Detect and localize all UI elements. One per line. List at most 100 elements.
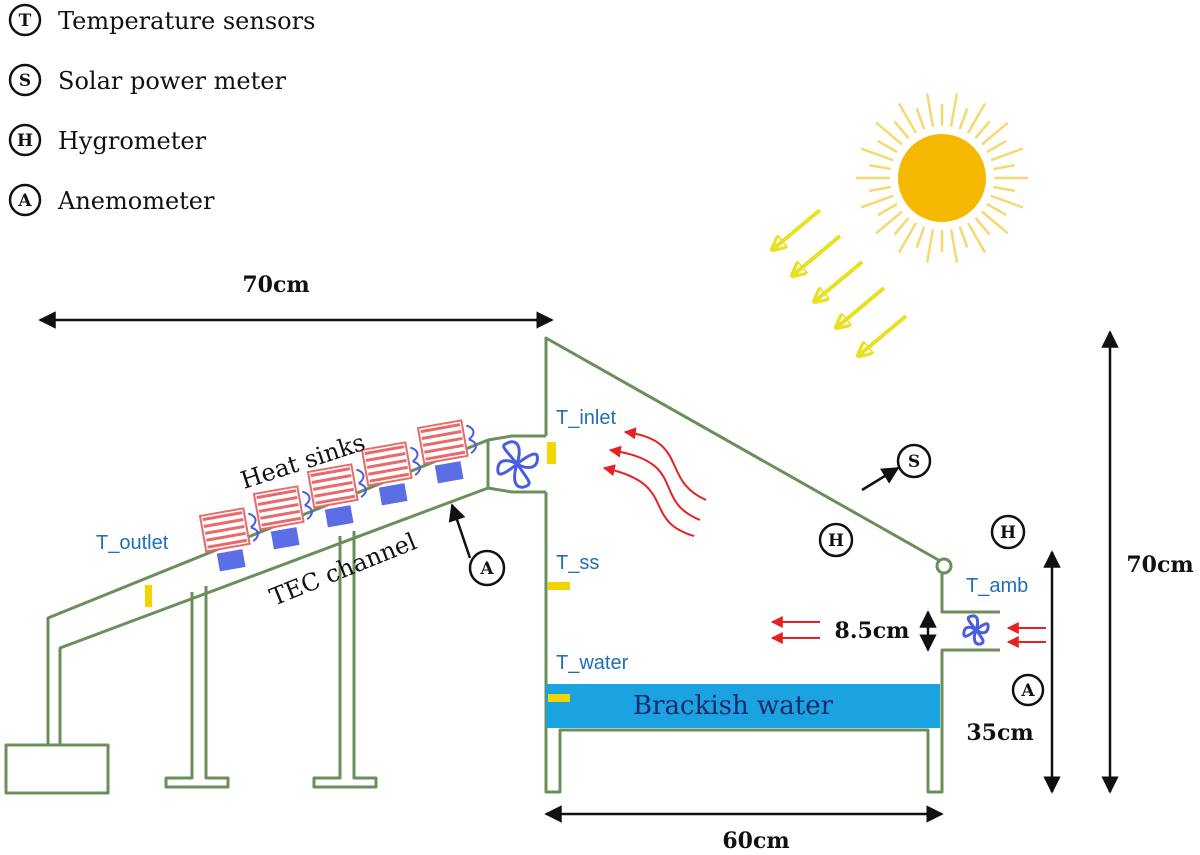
hygrometer-outside-badge: H (990, 514, 1026, 550)
still-body: Brackish water (544, 336, 1000, 794)
solar-ray-arrow (858, 314, 908, 356)
inlet-fan-icon (962, 614, 990, 646)
channel-lower-wall (58, 486, 489, 745)
legend-label: Temperature sensors (58, 7, 315, 35)
badge-letter: H (1000, 523, 1016, 543)
sun-ray (990, 147, 1024, 162)
hygrometer-inside-badge: H (818, 522, 854, 558)
t-water-marker (548, 694, 570, 702)
heat-sink-fin (312, 480, 353, 491)
heat-sink-fin (207, 538, 248, 549)
support-leg-2 (312, 531, 378, 789)
solar-ray-arrow (792, 234, 842, 276)
legend-symbol: S (19, 71, 31, 91)
hygrometer-badge-icon (8, 123, 42, 157)
base-block (4, 743, 110, 795)
brackish-water-basin (546, 684, 940, 728)
sun-ray (868, 185, 892, 193)
solar-meter-pointer (861, 466, 900, 492)
heat-sink-unit (198, 507, 259, 572)
sun-ray (925, 93, 935, 128)
legend-symbol: A (17, 191, 32, 211)
still-lower-body (544, 492, 1000, 794)
height-label: 70cm (1126, 552, 1193, 578)
dimension-lines (38, 311, 1119, 823)
channel-fan-icon (496, 440, 539, 489)
sun-ray (974, 120, 991, 139)
heat-sink-fin (368, 465, 408, 476)
t-outlet-marker (145, 585, 152, 607)
sun-ray (949, 93, 959, 128)
still-right-upper (940, 562, 1000, 614)
heat-sink-unit (306, 463, 367, 528)
sun-icon (856, 93, 1028, 263)
legend-symbol: H (17, 131, 33, 151)
legend: T Temperature sensors S Solar power mete… (8, 3, 315, 217)
sun-ray (966, 222, 987, 254)
tec-module (378, 483, 408, 506)
badge-letter: A (1020, 681, 1035, 701)
legend-label: Hygrometer (58, 127, 207, 155)
heat-sink-array (198, 419, 477, 572)
top-width-label: 70cm (242, 272, 309, 298)
sun-ray (877, 139, 898, 154)
sun-ray (925, 228, 935, 263)
heat-sink-fin (202, 511, 243, 522)
anemometer-channel-badge: A (468, 549, 506, 587)
sun-ray (986, 139, 1007, 154)
fan-duct-top (487, 434, 546, 442)
brackish-water-label: Brackish water (633, 691, 834, 721)
sun-ray (860, 147, 894, 162)
badge-letter: S (908, 452, 920, 472)
tec-module (434, 461, 464, 484)
heat-sink-fin (203, 518, 244, 528)
sun-ray (986, 202, 1007, 217)
legend-item-anemometer: A Anemometer (8, 183, 215, 217)
heat-sink-fan-icon (355, 468, 367, 498)
t-outlet-label: T_outlet (96, 532, 169, 554)
heat-sink-fin (421, 430, 462, 440)
badge-letter: A (479, 559, 494, 579)
heat-sink-fin (260, 509, 300, 520)
heat-sink-fin (422, 436, 463, 447)
legend-item-temperature: T Temperature sensors (8, 3, 315, 37)
heat-sink-fin (256, 489, 297, 500)
anemometer-pointer (448, 503, 472, 559)
heat-sink-fin (365, 452, 406, 462)
sun-ray (992, 163, 1016, 171)
sun-ray (868, 163, 892, 171)
badge-letter: H (828, 531, 844, 551)
sun-ray (981, 210, 1009, 235)
sun-ray (893, 217, 910, 236)
tec-module (216, 549, 246, 572)
anemometer-inlet-badge: A (1011, 673, 1045, 707)
heat-sink-fin (258, 502, 299, 513)
legend-label: Anemometer (57, 187, 215, 215)
legend-item-solar-meter: S Solar power meter (8, 63, 286, 97)
heat-sink-fin (206, 531, 246, 542)
support-leg-1 (164, 586, 230, 789)
solar-meter-badge-icon (8, 63, 42, 97)
heat-sink-fin (311, 474, 352, 484)
sun-ray (897, 222, 918, 254)
fan-duct-bottom (487, 486, 546, 494)
tec-module (324, 505, 354, 528)
heat-sink-fin (204, 524, 245, 535)
anemometer-badge-icon (8, 183, 42, 217)
t-ss-marker (548, 582, 570, 590)
t-inlet-marker (547, 442, 556, 464)
heat-sink-fan-icon (301, 490, 313, 520)
heat-sink-fin (261, 516, 302, 527)
solar-meter-badge: S (896, 443, 932, 479)
inlet-height-label: 35cm (966, 720, 1033, 746)
heat-sink-fin (315, 494, 356, 505)
legend-symbol: T (19, 11, 32, 31)
sun-ray (915, 108, 926, 130)
heat-sink-fin (420, 423, 461, 434)
sun-ray (860, 194, 894, 209)
t-inlet-label: T_inlet (556, 407, 616, 429)
sun-ray (915, 226, 926, 248)
t-water-label: T_water (556, 652, 629, 674)
